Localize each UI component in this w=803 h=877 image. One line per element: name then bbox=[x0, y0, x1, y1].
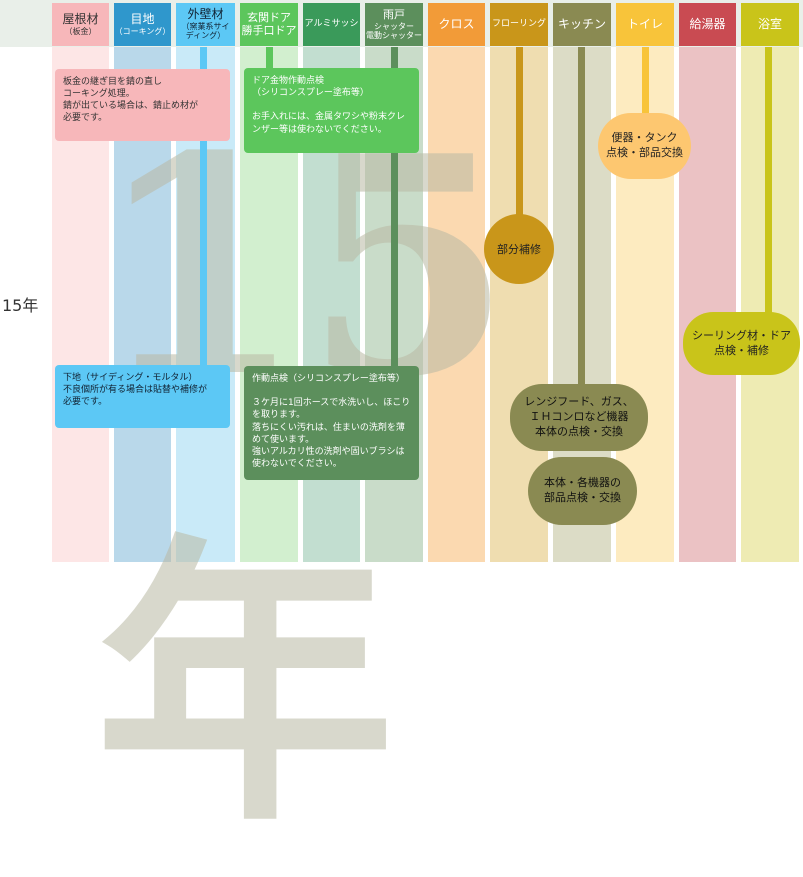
header-floor: フローリング bbox=[490, 3, 548, 46]
header-sash-label: アルミサッシ bbox=[304, 19, 359, 30]
header-door-label: 玄関ドア bbox=[247, 10, 291, 24]
header-joint: 目地 （コーキング） bbox=[114, 3, 171, 46]
roof-note: 板金の継ぎ目を錆の直し コーキング処理。 錆が出ている場合は、錆止め材が 必要で… bbox=[55, 69, 230, 141]
column-cloth bbox=[428, 47, 485, 562]
header-door: 玄関ドア 勝手口ドア bbox=[240, 3, 298, 46]
toilet-inspection-bubble: 便器・タンク 点検・部品交換 bbox=[598, 113, 691, 179]
header-shutter: 雨戸 シャッター 電動シャッター bbox=[365, 3, 423, 46]
header-roof: 屋根材 （板金） bbox=[52, 3, 109, 46]
floor-repair-bubble: 部分補修 bbox=[484, 214, 554, 284]
door-note: ドア金物作動点検 （シリコンスプレー塗布等） お手入れには、金属タワシや粉末クレ… bbox=[244, 68, 419, 153]
header-roof-sub: （板金） bbox=[64, 26, 97, 36]
header-wall: 外壁材 （窯業系サイディング） bbox=[176, 3, 235, 46]
header-bath-label: 浴室 bbox=[757, 16, 782, 31]
header-floor-label: フローリング bbox=[491, 19, 546, 30]
kitchen-timeline bbox=[578, 47, 585, 392]
wall-note: 下地（サイディング・モルタル） 不良個所が有る場合は貼替や補修が 必要です。 bbox=[55, 365, 230, 428]
header-cloth: クロス bbox=[428, 3, 485, 46]
header-kitchen-label: キッチン bbox=[557, 16, 606, 31]
shutter-note: 作動点検（シリコンスプレー塗布等） ３ケ月に1回ホースで水洗いし、ほこり を取り… bbox=[244, 366, 419, 480]
header-cloth-label: クロス bbox=[438, 16, 475, 31]
header-door-sub: 勝手口ドア bbox=[241, 23, 297, 37]
toilet-timeline bbox=[642, 47, 649, 117]
header-water: 給湯器 bbox=[679, 3, 736, 46]
floor-timeline bbox=[516, 47, 523, 222]
kitchen-equipment-bubble: レンジフード、ガス、 ＩＨコンロなど機器 本体の点検・交換 bbox=[510, 384, 648, 451]
header-shutter-sub2: 電動シャッター bbox=[366, 30, 422, 40]
column-water bbox=[679, 47, 736, 562]
header-water-label: 給湯器 bbox=[689, 16, 726, 31]
header-kitchen: キッチン bbox=[553, 3, 611, 46]
year-axis bbox=[0, 47, 45, 562]
header-toilet: トイレ bbox=[616, 3, 674, 46]
bath-inspection-bubble: シーリング材・ドア 点検・補修 bbox=[683, 312, 800, 375]
shutter-timeline bbox=[391, 47, 398, 367]
kitchen-parts-bubble: 本体・各機器の 部品点検・交換 bbox=[528, 457, 637, 525]
header-sash: アルミサッシ bbox=[303, 3, 360, 46]
header-shutter-sub: シャッター bbox=[374, 21, 414, 31]
header-joint-sub: （コーキング） bbox=[114, 26, 171, 36]
header-roof-label: 屋根材 bbox=[62, 12, 99, 26]
door-timeline bbox=[266, 47, 273, 72]
header-bath: 浴室 bbox=[741, 3, 799, 46]
header-shutter-label: 雨戸 bbox=[383, 7, 405, 21]
year-label: 15年 bbox=[2, 296, 39, 315]
header-wall-label: 外壁材 bbox=[187, 7, 224, 22]
header-wall-sub: （窯業系サイディング） bbox=[181, 22, 230, 41]
header-toilet-label: トイレ bbox=[626, 16, 663, 31]
bath-timeline bbox=[765, 47, 772, 317]
wall-timeline bbox=[200, 47, 207, 372]
header-joint-label: 目地 bbox=[130, 12, 155, 26]
